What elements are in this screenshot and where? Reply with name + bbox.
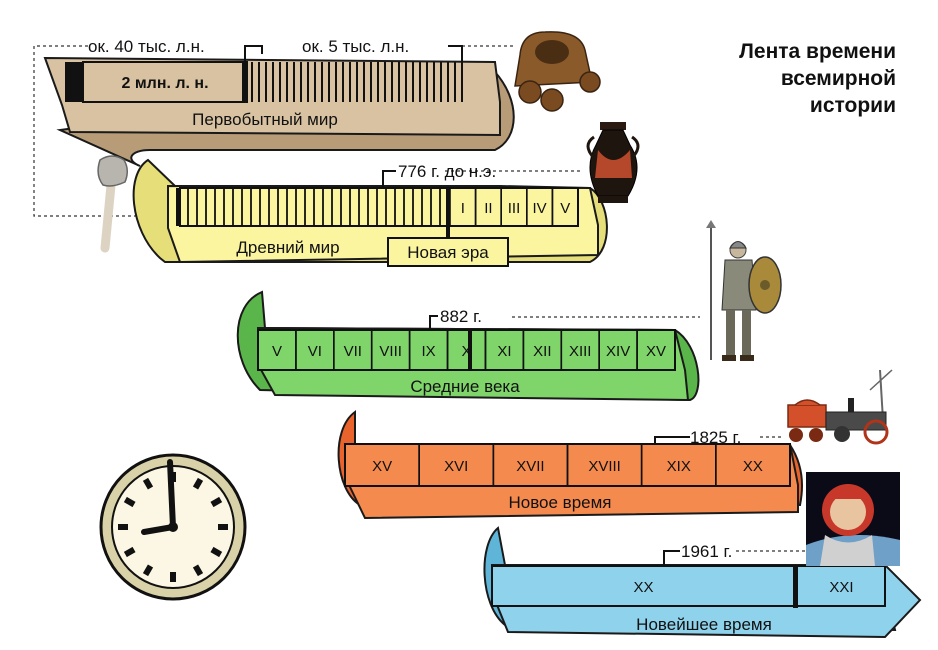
ancient-century-label: II bbox=[484, 200, 492, 217]
medieval-century-label: XIII bbox=[569, 343, 592, 360]
modern-century-label: XX bbox=[743, 458, 763, 475]
ancient-century-label: V bbox=[560, 200, 570, 217]
medieval-century-label: V bbox=[272, 343, 282, 360]
band-contemporary: XX XXI Новейшее время bbox=[483, 526, 922, 639]
marker-5k: ок. 5 тыс. л.н. bbox=[302, 37, 463, 62]
inner-box-primitive bbox=[82, 61, 244, 103]
era-label-ancient: Древний мир bbox=[236, 238, 339, 257]
ancient-century-label: I bbox=[461, 200, 465, 217]
modern-century-label: XVIII bbox=[588, 458, 621, 475]
medieval-century-label: VI bbox=[308, 343, 322, 360]
medieval-century-label: XI bbox=[497, 343, 511, 360]
stone-axe-icon bbox=[97, 155, 128, 253]
marker-1961-label: 1961 г. bbox=[681, 542, 732, 561]
marker-1961: 1961 г. bbox=[663, 542, 732, 566]
page-title: Лента времени всемирной истории bbox=[696, 38, 896, 119]
cart-icon bbox=[514, 31, 601, 112]
warrior-icon bbox=[706, 220, 782, 361]
modern-century-label: XV bbox=[372, 458, 392, 475]
marker-776: 776 г. до н.э. bbox=[382, 162, 496, 188]
medieval-century-label: VIII bbox=[379, 343, 402, 360]
marker-776-label: 776 г. до н.э. bbox=[398, 162, 496, 181]
band-modern: XV XVI XVII XVIII XIX XX Новое время bbox=[337, 410, 803, 520]
era-label-contemporary: Новейшее время bbox=[636, 615, 772, 634]
medieval-cell bbox=[636, 329, 676, 371]
marker-5k-label: ок. 5 тыс. л.н. bbox=[302, 37, 409, 56]
medieval-century-label: XV bbox=[646, 343, 666, 360]
cosmonaut-icon bbox=[806, 472, 900, 566]
medieval-century-label: VII bbox=[344, 343, 362, 360]
band-medieval: V VI VII VIII IX X XI XII XIII XIV XV Средние века bbox=[236, 290, 700, 402]
inner-box-ancient bbox=[179, 187, 579, 227]
primitive-inner-label: 2 млн. л. н. bbox=[121, 75, 208, 92]
inner-box-medieval bbox=[257, 329, 676, 371]
inner-box-contemporary bbox=[491, 565, 886, 607]
new-era-box bbox=[387, 237, 509, 267]
connector-lines bbox=[33, 45, 810, 552]
ancient-cell bbox=[551, 187, 579, 227]
modern-century-label: XVII bbox=[516, 458, 544, 475]
modern-century-label: XIX bbox=[667, 458, 691, 475]
amphora-icon bbox=[586, 122, 640, 203]
title-line-3: истории bbox=[809, 94, 896, 117]
medieval-century-label: X bbox=[461, 343, 471, 360]
ancient-century-label: IV bbox=[533, 200, 547, 217]
contemporary-century-label: XX bbox=[633, 579, 653, 596]
marker-882: 882 г. bbox=[429, 307, 482, 330]
marker-40k-label: ок. 40 тыс. л.н. bbox=[88, 37, 205, 56]
era-label-modern: Новое время bbox=[508, 493, 611, 512]
title-line-1: Лента времени bbox=[739, 40, 896, 63]
marker-40k: ок. 40 тыс. л.н. bbox=[88, 37, 263, 62]
contemporary-century-label: XXI bbox=[829, 579, 853, 596]
era-label-medieval: Средние века bbox=[410, 377, 520, 396]
modern-century-label: XVI bbox=[444, 458, 468, 475]
era-label-primitive: Первобытный мир bbox=[192, 110, 338, 129]
marker-1825-label: 1825 г. bbox=[690, 428, 741, 447]
marker-882-label: 882 г. bbox=[440, 307, 482, 326]
medieval-century-label: XIV bbox=[606, 343, 630, 360]
clock-icon bbox=[99, 453, 247, 601]
medieval-century-label: IX bbox=[421, 343, 435, 360]
medieval-century-label: XII bbox=[533, 343, 551, 360]
ancient-century-label: III bbox=[508, 200, 521, 217]
title-line-2: всемирной bbox=[780, 67, 896, 90]
marker-1825: 1825 г. bbox=[654, 428, 741, 447]
modern-cell bbox=[715, 443, 791, 487]
new-era-label: Новая эра bbox=[407, 243, 489, 262]
band-primitive: 2 млн. л. н. Первобытный мир bbox=[43, 56, 515, 167]
locomotive-icon bbox=[787, 369, 893, 445]
